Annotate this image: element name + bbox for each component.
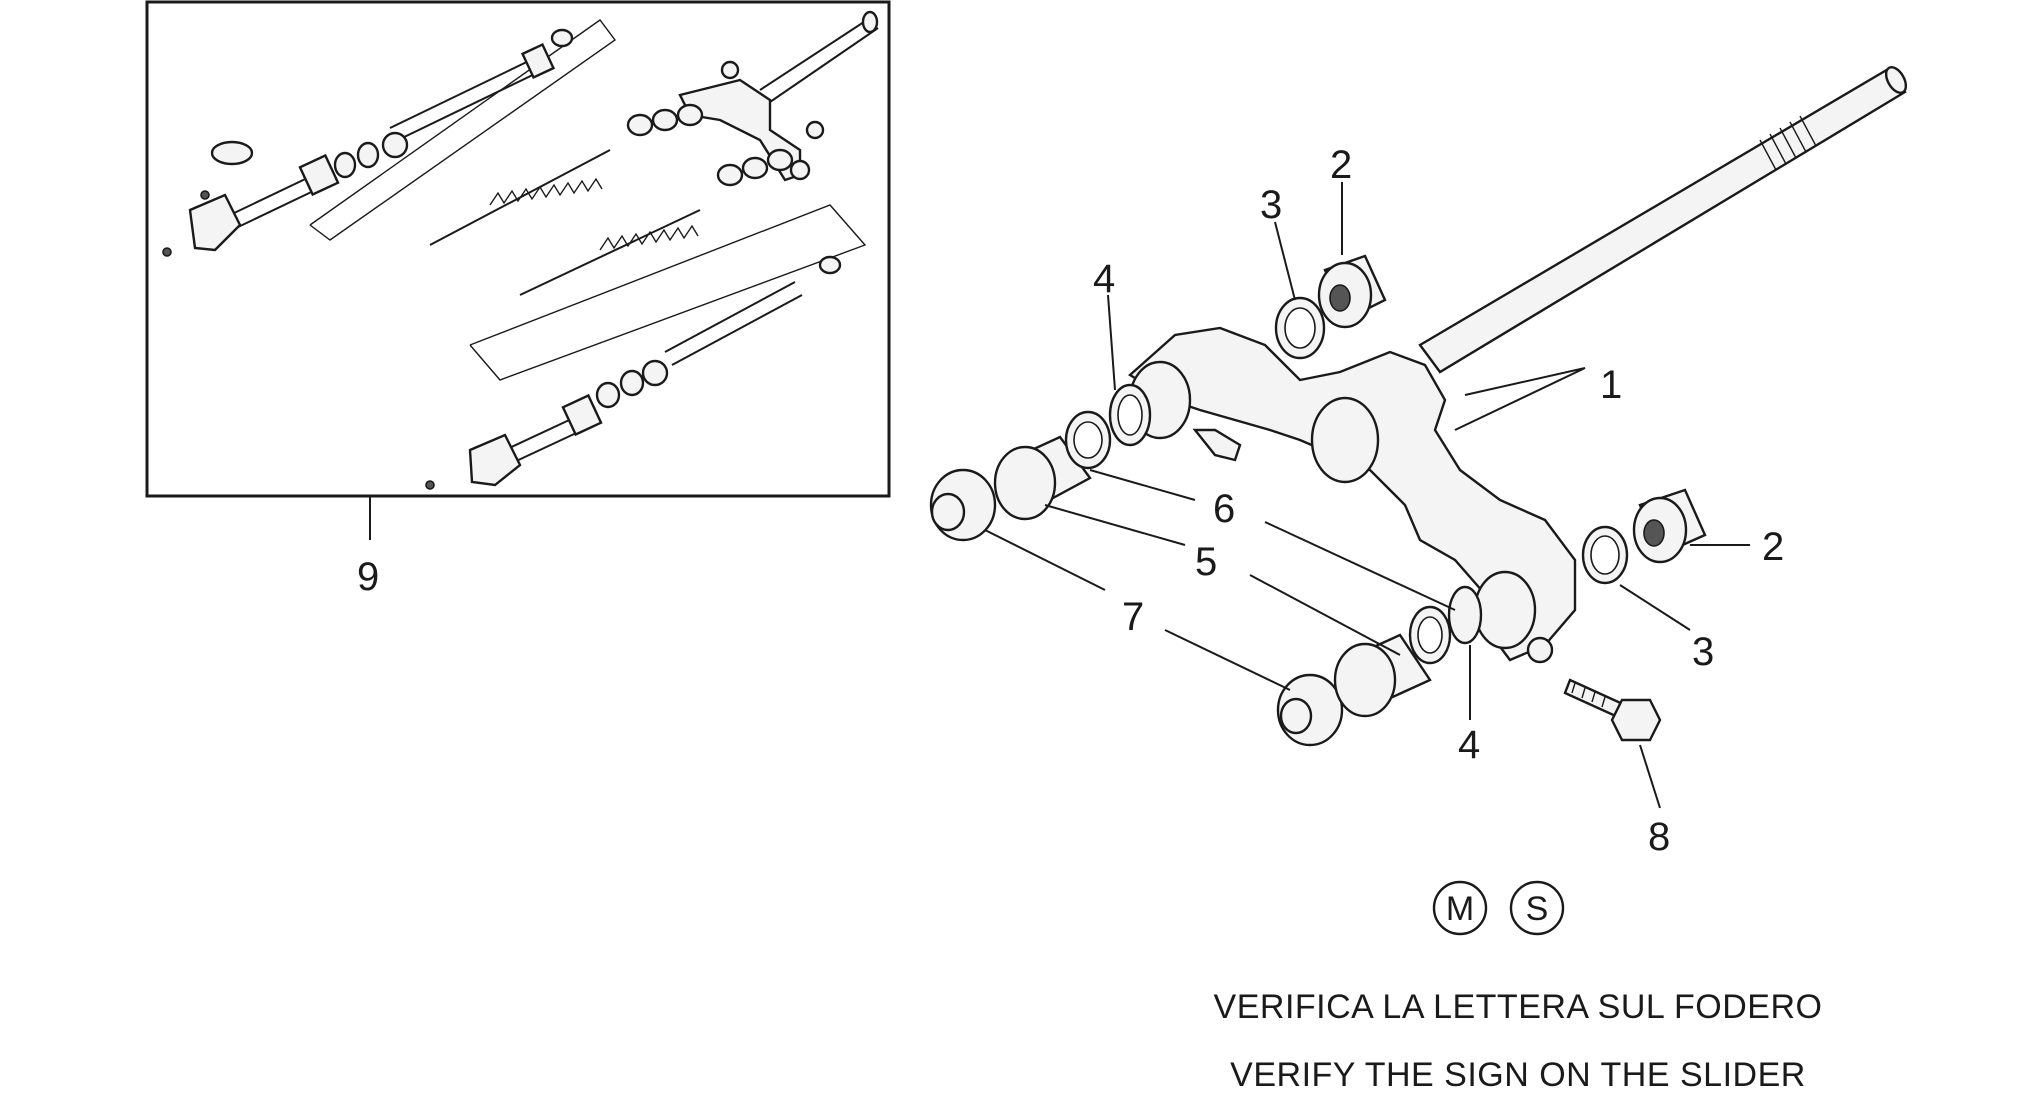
lower-left-bearing-stack [1276,585,1483,747]
callout-4-lower: 4 [1458,723,1480,767]
callout-9: 9 [357,555,379,599]
callout-3-lower: 3 [1692,630,1714,674]
callout-3-upper: 3 [1260,183,1282,227]
leader-lines [984,182,1750,809]
leader-1 [1454,367,1586,431]
symbol-m: M [1446,890,1474,928]
callout-4-upper: 4 [1093,257,1115,301]
callout-labels: 1 2 3 4 5 6 7 2 3 4 8 9 [357,143,1784,859]
symbol-m-circle [1432,880,1488,936]
fork-crown-stem [1128,66,1908,664]
upper-left-bearing-stack [929,383,1152,542]
note-italian: VERIFICA LA LETTERA SUL FODERO [1214,988,1823,1026]
symbol-s-circle [1509,880,1565,936]
callout-2-upper: 2 [1330,143,1352,187]
marking-symbols: M S [1432,880,1565,936]
callout-1: 1 [1600,363,1622,407]
upper-right-bearing [1274,254,1387,360]
callout-6: 6 [1213,487,1235,531]
callout-7: 7 [1122,595,1144,639]
callout-2-lower: 2 [1762,525,1784,569]
bolt-8 [1563,678,1662,742]
inset-fork-assembly [145,0,891,498]
note-english: VERIFY THE SIGN ON THE SLIDER [1230,1056,1806,1094]
callout-5: 5 [1195,540,1217,584]
inset-frame [145,0,891,498]
lower-right-bearing [1581,488,1707,585]
callout-8: 8 [1648,815,1670,859]
symbol-s: S [1526,890,1549,928]
